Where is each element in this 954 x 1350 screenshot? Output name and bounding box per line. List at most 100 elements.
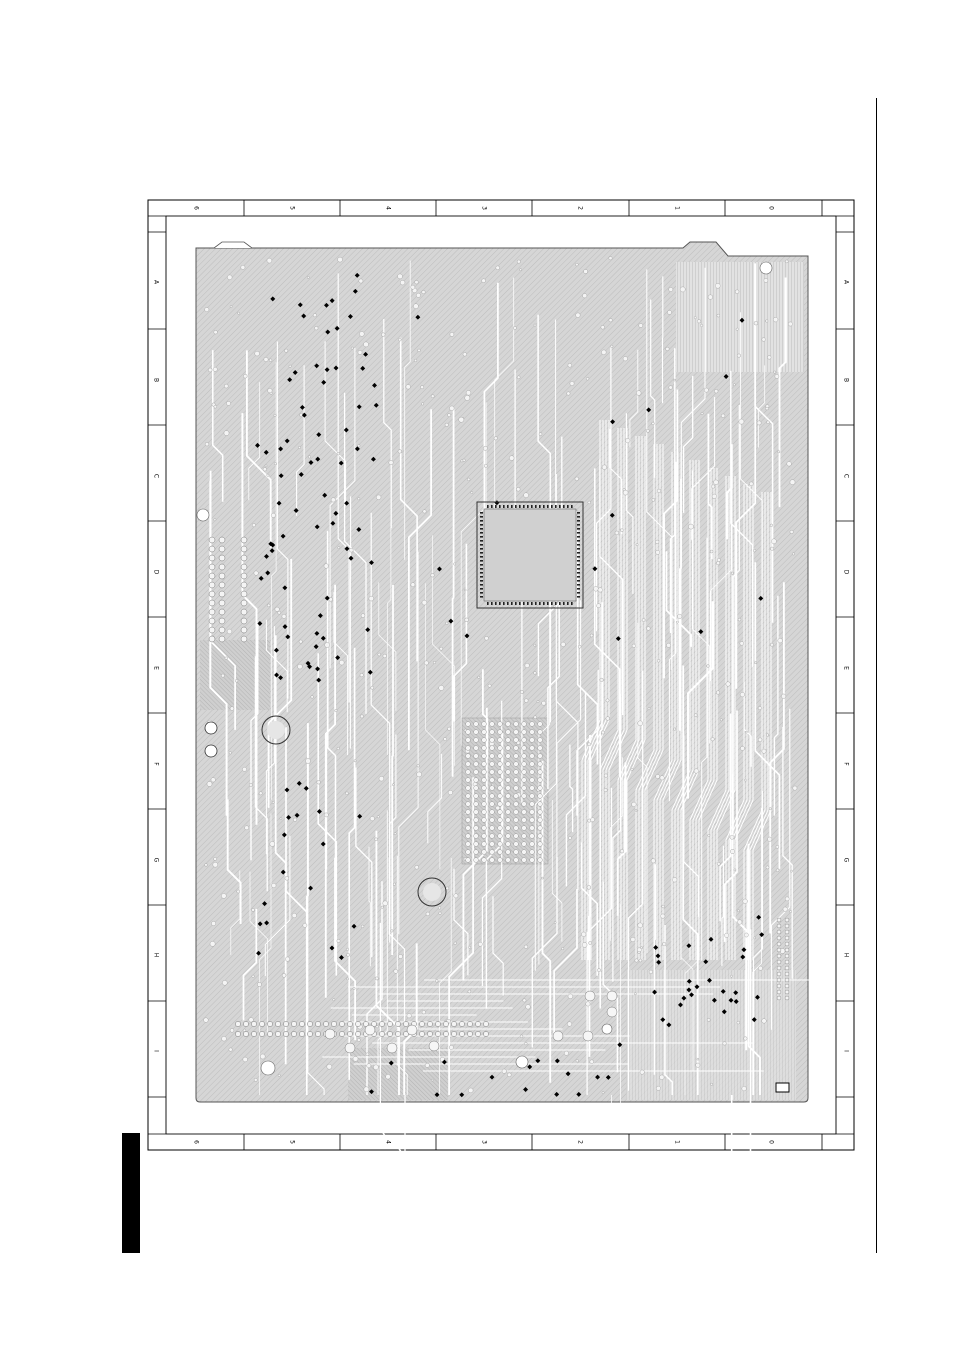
via <box>533 643 537 647</box>
trace <box>674 460 694 960</box>
pad <box>218 599 226 607</box>
connector-pin <box>299 1021 305 1027</box>
via <box>204 442 210 447</box>
ic-pin <box>559 505 561 508</box>
trace <box>719 713 732 922</box>
via <box>661 904 665 909</box>
trace <box>396 855 408 1095</box>
connector-pin <box>435 1031 441 1037</box>
via <box>715 283 721 289</box>
via <box>400 280 406 286</box>
via <box>719 718 723 722</box>
smd-pad <box>317 613 323 619</box>
via <box>481 278 486 283</box>
via <box>376 494 382 500</box>
bga-ball <box>521 761 527 767</box>
trace <box>425 583 441 870</box>
via <box>737 919 743 925</box>
via <box>655 774 660 779</box>
via <box>453 562 457 566</box>
trace <box>226 799 242 924</box>
bga-ball <box>465 769 471 775</box>
via <box>308 455 311 459</box>
via <box>586 377 590 381</box>
bga-ball <box>497 825 503 831</box>
via <box>291 912 297 919</box>
via <box>716 558 721 562</box>
connector-pin <box>776 947 782 953</box>
via <box>541 700 546 706</box>
ic-pin <box>480 520 483 522</box>
trace <box>629 349 639 448</box>
connector-pin <box>776 971 782 977</box>
trace <box>626 436 646 960</box>
via <box>374 837 378 842</box>
trace <box>656 452 676 960</box>
bga-ball <box>537 857 543 863</box>
via <box>620 528 624 532</box>
bga-ball <box>465 777 471 783</box>
smd-pad <box>354 446 360 452</box>
smd-pad <box>523 1087 529 1092</box>
bga-ball <box>505 745 511 751</box>
via <box>765 865 770 870</box>
pad <box>240 617 248 625</box>
via <box>523 492 529 498</box>
via <box>468 1087 474 1094</box>
via <box>381 332 386 337</box>
via <box>523 944 529 949</box>
via <box>465 390 472 396</box>
trace <box>625 413 634 594</box>
ic-pin <box>480 532 483 534</box>
smd-pad <box>262 901 268 907</box>
smd-pad <box>448 618 454 624</box>
row-label-right: A <box>843 280 850 285</box>
trace <box>492 896 504 996</box>
pad <box>208 617 216 625</box>
connector-pin <box>347 1031 353 1037</box>
via <box>445 621 449 625</box>
via <box>262 467 267 472</box>
via <box>710 1082 713 1086</box>
bga-ball <box>537 777 543 783</box>
via <box>350 346 354 350</box>
ic-pin <box>480 568 483 570</box>
connector-pin <box>395 1031 401 1037</box>
pad <box>240 599 248 607</box>
bga-ball <box>505 721 511 727</box>
smd-pad <box>609 512 615 518</box>
smd-pad <box>739 317 745 323</box>
via <box>346 952 350 957</box>
via <box>228 1047 233 1052</box>
column-label-top: 4 <box>385 206 392 210</box>
trace <box>770 708 791 1030</box>
via <box>438 906 442 910</box>
via <box>271 801 275 804</box>
bga-ball <box>505 761 511 767</box>
via <box>735 327 739 331</box>
via <box>221 1036 227 1042</box>
via <box>707 294 713 300</box>
bga-ball <box>537 793 543 799</box>
connector-pin <box>251 1021 257 1027</box>
connector-pin <box>467 1031 473 1037</box>
via <box>211 921 217 926</box>
smd-pad <box>740 954 746 960</box>
smd-pad <box>294 812 300 818</box>
trace <box>609 757 623 941</box>
trace <box>682 375 694 513</box>
via <box>398 954 403 959</box>
bga-ball <box>473 753 479 759</box>
bga-ball <box>465 793 471 799</box>
via <box>377 652 381 657</box>
via <box>357 350 363 355</box>
smd-pad <box>527 1064 533 1070</box>
via <box>326 1063 333 1070</box>
via <box>605 716 610 721</box>
bga-ball <box>465 857 471 863</box>
smd-pad <box>334 325 340 331</box>
via <box>405 384 411 390</box>
via <box>593 586 599 592</box>
bga-ball <box>521 857 527 863</box>
